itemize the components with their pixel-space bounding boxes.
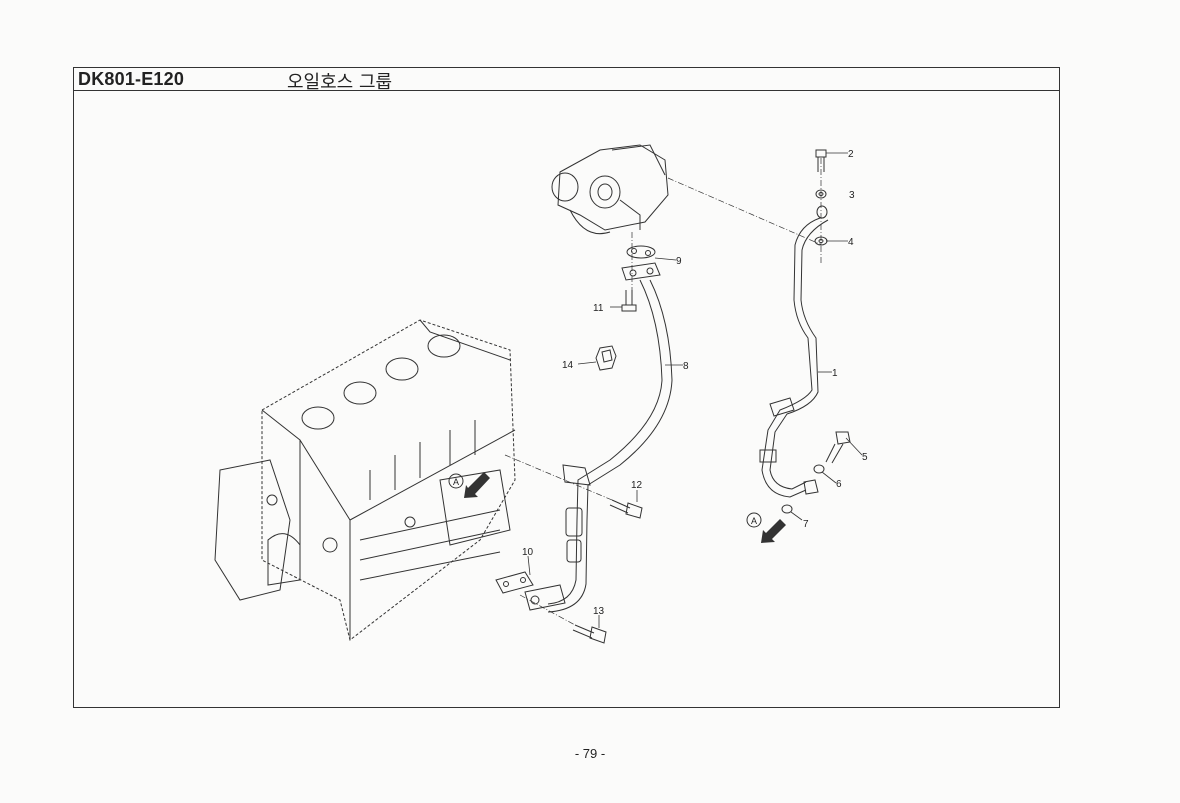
oil-feed-pipe: [759, 205, 829, 498]
diagram-frame: DK801-E120 오일호스 그룹: [73, 67, 1060, 708]
ref-a-label-block: A: [453, 477, 459, 487]
callout-8: 8: [683, 361, 689, 372]
eye-bolt-5: [825, 431, 851, 464]
callout-1: 1: [832, 368, 838, 379]
callout-11: 11: [593, 303, 604, 314]
engine-block: [214, 319, 516, 641]
eye-bolt-2: [815, 149, 827, 172]
oil-return-hose: [524, 279, 673, 613]
callout-13: 13: [593, 606, 605, 617]
ref-a-label-pipe: A: [751, 516, 757, 526]
callout-9: 9: [676, 256, 682, 267]
callout-2: 2: [848, 149, 854, 160]
callout-14: 14: [562, 360, 574, 371]
bolt-13: [572, 624, 607, 644]
callout-12: 12: [631, 480, 643, 491]
part-group-code: DK801-E120: [78, 69, 185, 89]
clip-14: [595, 345, 617, 371]
callout-3: 3: [849, 190, 855, 201]
turbocharger: [551, 144, 669, 235]
callout-7: 7: [803, 519, 809, 530]
gasket-lower: [495, 571, 534, 594]
gasket-upper: [621, 245, 661, 281]
title-bar: DK801-E120 오일호스 그룹: [74, 68, 1059, 93]
ref-a-marker-pipe: [746, 512, 786, 543]
bolt-11: [621, 290, 637, 312]
washer-6: [813, 464, 825, 474]
washer-7: [781, 504, 793, 514]
ref-a-marker-block: [448, 472, 490, 498]
callout-10: 10: [522, 547, 534, 558]
callout-4: 4: [848, 237, 854, 248]
page-number: - 79 -: [574, 746, 606, 761]
bolt-12: [609, 499, 643, 519]
callout-5: 5: [862, 452, 868, 463]
part-group-name: 오일호스 그룹: [287, 72, 393, 93]
callout-6: 6: [836, 479, 842, 490]
